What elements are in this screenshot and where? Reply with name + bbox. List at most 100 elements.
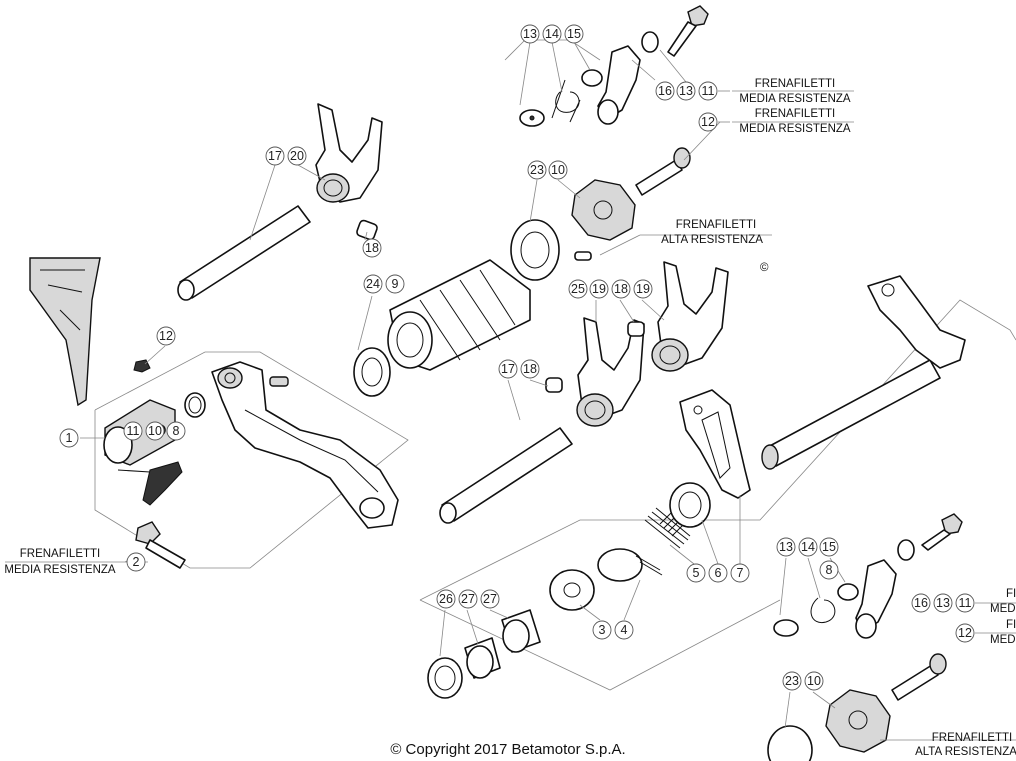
svg-text:20: 20	[290, 149, 304, 163]
svg-text:7: 7	[737, 566, 744, 580]
callout-19: 19	[589, 279, 609, 299]
gear-pedal	[211, 361, 399, 529]
plate-7	[679, 389, 751, 499]
svg-text:5: 5	[693, 566, 700, 580]
callout-11: 11	[955, 593, 975, 613]
callout-13: 13	[520, 24, 540, 44]
note-threadlocker-high-2: FRENAFILETTI ALTA RESISTENZA	[915, 732, 1016, 758]
index-star-10-upper	[571, 179, 636, 241]
svg-text:3: 3	[599, 623, 606, 637]
spring-5	[644, 507, 691, 549]
shift-shaft	[761, 275, 966, 470]
svg-text:27: 27	[483, 592, 497, 606]
bolt-2	[135, 521, 186, 569]
callout-18: 18	[520, 359, 540, 379]
roller-18-upper	[356, 219, 378, 241]
bearing-26	[427, 657, 463, 699]
svg-text:19: 19	[592, 282, 606, 296]
callout-27: 27	[458, 589, 478, 609]
svg-text:10: 10	[148, 424, 162, 438]
callout-27: 27	[480, 589, 500, 609]
svg-text:13: 13	[779, 540, 793, 554]
callout-26: 26	[436, 589, 456, 609]
callout-23: 23	[527, 160, 547, 180]
callout-13: 13	[676, 81, 696, 101]
shift-fork-19-left	[576, 317, 645, 427]
note-threadlocker-medium-3: FRENAFILETTI MEDIA RESISTENZA	[4, 548, 116, 576]
svg-text:FRENAFILETTI: FRENAFILETTI	[20, 548, 101, 560]
svg-text:18: 18	[614, 282, 628, 296]
svg-text:2: 2	[133, 555, 140, 569]
svg-text:8: 8	[826, 563, 833, 577]
callout-13: 13	[933, 593, 953, 613]
index-lever-assembly-lower	[773, 513, 963, 701]
callout-15: 15	[564, 24, 584, 44]
shift-fork-19-right	[651, 261, 729, 372]
callout-12: 12	[698, 112, 718, 132]
callout-16: 16	[911, 593, 931, 613]
svg-text:18: 18	[523, 362, 537, 376]
svg-text:MEDIA RESISTENZA: MEDIA RESISTENZA	[739, 123, 851, 135]
svg-text:14: 14	[801, 540, 815, 554]
svg-text:26: 26	[439, 592, 453, 606]
svg-text:MED: MED	[990, 634, 1016, 646]
svg-text:23: 23	[530, 163, 544, 177]
svg-text:12: 12	[159, 329, 173, 343]
callout-15: 15	[819, 537, 839, 557]
svg-text:10: 10	[551, 163, 565, 177]
svg-text:16: 16	[914, 596, 928, 610]
svg-text:18: 18	[365, 241, 379, 255]
note-threadlocker-medium-5-partial: FI MED	[990, 619, 1016, 646]
spring-4	[597, 548, 663, 582]
callout-17: 17	[265, 146, 285, 166]
svg-text:6: 6	[715, 566, 722, 580]
callout-25: 25	[568, 279, 588, 299]
callout-5: 5	[686, 563, 706, 583]
callout-16: 16	[655, 81, 675, 101]
svg-text:MED: MED	[990, 603, 1016, 615]
svg-text:25: 25	[571, 282, 585, 296]
note-threadlocker-medium-1: FRENAFILETTI MEDIA RESISTENZA	[732, 78, 854, 105]
callout-4: 4	[614, 620, 634, 640]
note-threadlocker-medium-2: FRENAFILETTI MEDIA RESISTENZA	[732, 108, 854, 135]
svg-text:11: 11	[959, 596, 972, 610]
callout-8: 8	[819, 560, 839, 580]
svg-text:9: 9	[392, 277, 399, 291]
svg-text:ALTA RESISTENZA: ALTA RESISTENZA	[661, 234, 763, 246]
svg-text:13: 13	[523, 27, 537, 41]
svg-text:13: 13	[936, 596, 950, 610]
svg-text:19: 19	[636, 282, 650, 296]
selector-drum	[353, 259, 531, 397]
frame-fragment	[29, 257, 101, 407]
callout-24: 24	[363, 274, 383, 294]
svg-text:23: 23	[785, 674, 799, 688]
svg-text:FRENAFILETTI: FRENAFILETTI	[676, 219, 757, 231]
screw-25	[574, 251, 592, 261]
svg-text:13: 13	[679, 84, 693, 98]
callout-1: 1	[59, 428, 79, 448]
callout-23: 23	[782, 671, 802, 691]
note-threadlocker-medium-4-partial: FI MED	[990, 588, 1016, 615]
callout-8: 8	[166, 421, 186, 441]
svg-text:FRENAFILETTI: FRENAFILETTI	[932, 732, 1013, 744]
callout-18: 18	[362, 238, 382, 258]
callout-14: 14	[798, 537, 818, 557]
bushing-27-right	[501, 609, 541, 653]
svg-text:8: 8	[173, 424, 180, 438]
shift-fork-20	[315, 103, 383, 203]
partial-symbol: ©	[760, 262, 769, 274]
svg-text:4: 4	[621, 623, 628, 637]
callout-12: 12	[955, 623, 975, 643]
svg-text:27: 27	[461, 592, 475, 606]
callout-10: 10	[804, 671, 824, 691]
callout-10: 10	[548, 160, 568, 180]
svg-text:24: 24	[366, 277, 380, 291]
svg-text:FI: FI	[1006, 588, 1016, 600]
bolt-12-upper	[635, 147, 691, 196]
copyright-notice: © Copyright 2017 Betamotor S.p.A.	[390, 741, 626, 758]
callout-20: 20	[287, 146, 307, 166]
washer-3	[549, 569, 595, 611]
svg-text:FRENAFILETTI: FRENAFILETTI	[755, 78, 836, 90]
roller-18-lower	[545, 377, 563, 393]
svg-text:17: 17	[501, 362, 515, 376]
